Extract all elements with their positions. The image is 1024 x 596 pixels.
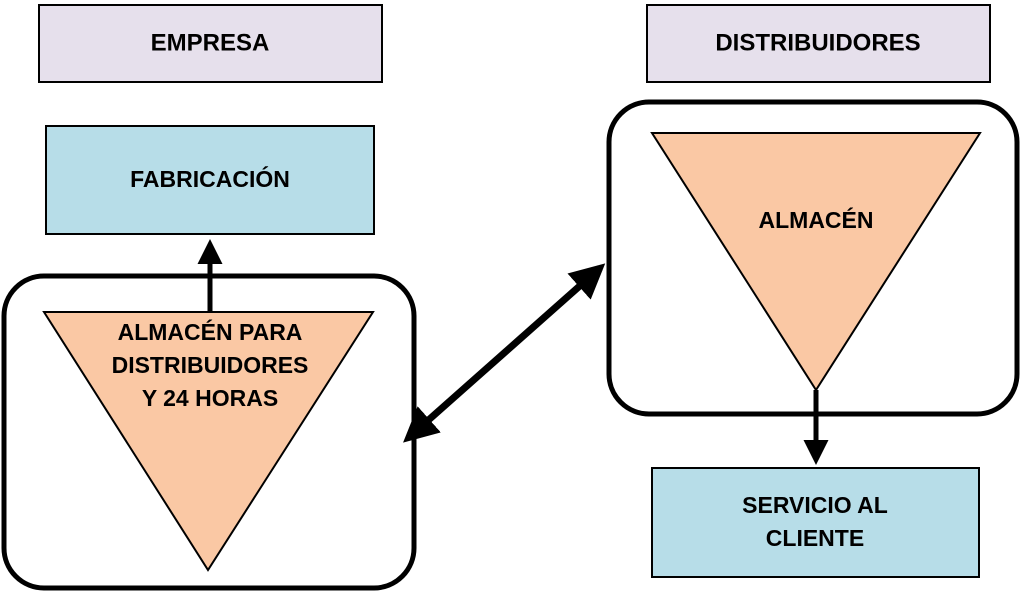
fabricacion-node: FABRICACIÓN [45, 125, 375, 235]
header-empresa-label: EMPRESA [151, 29, 270, 56]
empresa-almacen-line-3: Y 24 HORAS [142, 385, 278, 411]
servicio-cliente-line-2: CLIENTE [766, 525, 864, 551]
fabricacion-box [45, 125, 375, 235]
servicio-cliente-node: SERVICIO AL CLIENTE [651, 467, 980, 578]
header-distribuidores-box [646, 4, 991, 83]
servicio-cliente-line-1: SERVICIO AL [742, 492, 888, 518]
servicio-cliente-box [651, 467, 980, 578]
empresa-almacen-line-2: DISTRIBUIDORES [112, 352, 309, 378]
distribuidores-almacen-node: ALMACÉN [650, 132, 982, 392]
header-distribuidores: DISTRIBUIDORES [646, 4, 991, 83]
fabricacion-label: FABRICACIÓN [130, 165, 290, 192]
distribuidores-almacen-triangle [650, 132, 982, 392]
header-empresa-box [38, 4, 383, 83]
bidirectional-arrow [403, 263, 606, 443]
empresa-almacen-line-1: ALMACÉN PARA [118, 318, 303, 345]
header-empresa: EMPRESA [38, 4, 383, 83]
distribuidores-almacen-label: ALMACÉN [759, 206, 874, 233]
header-distribuidores-label: DISTRIBUIDORES [715, 29, 920, 56]
empresa-almacen-node: ALMACÉN PARA DISTRIBUIDORES Y 24 HORAS [42, 311, 375, 572]
